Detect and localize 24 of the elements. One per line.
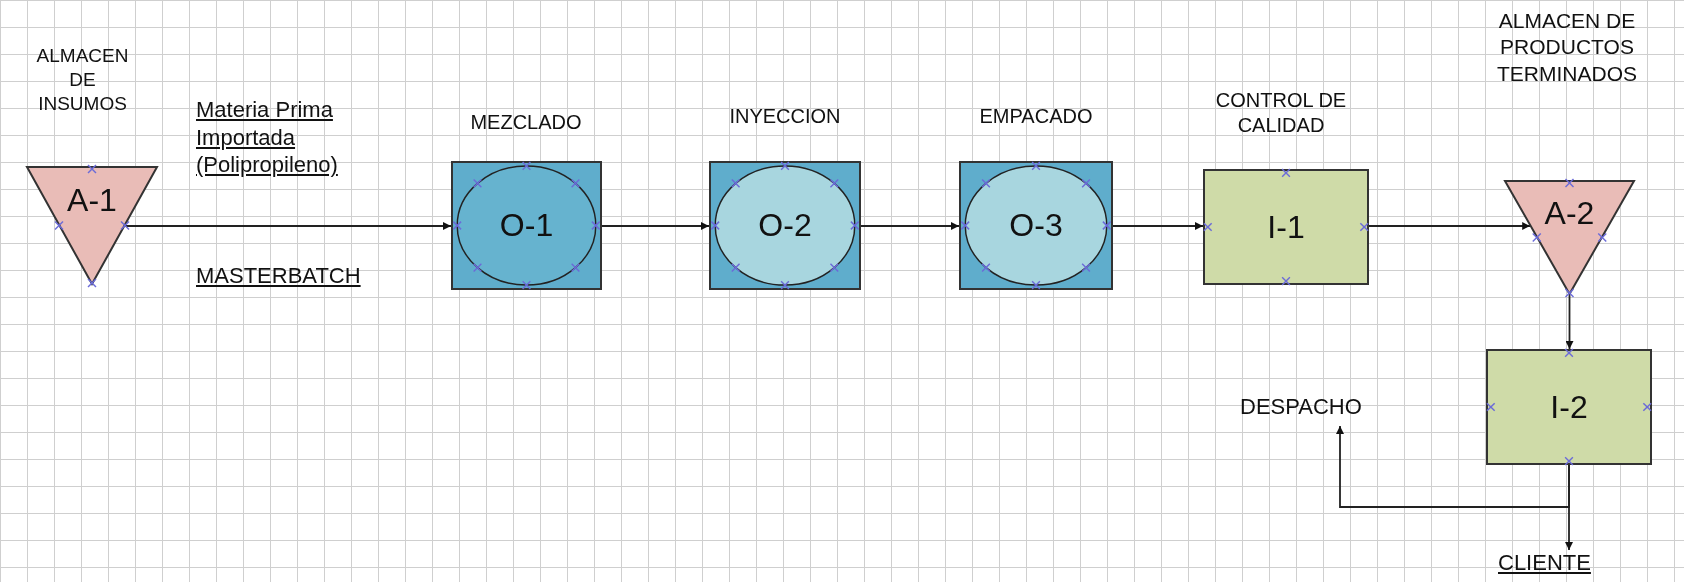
node-heading: ALMACEN DE PRODUCTOS TERMINADOS	[1496, 8, 1638, 87]
node-heading: ALMACEN DE INSUMOS	[35, 44, 130, 116]
node-heading: INYECCION	[728, 104, 842, 129]
node-code: I-1	[1267, 208, 1305, 246]
node-code: A-2	[1544, 194, 1595, 232]
flow-arrow	[601, 222, 710, 230]
flow-arrow	[123, 222, 452, 230]
node-heading: MEZCLADO	[469, 110, 583, 135]
node-code: I-2	[1550, 388, 1588, 426]
node-heading: EMPACADO	[978, 104, 1094, 129]
node-code: O-1	[499, 207, 554, 244]
node-heading: CONTROL DE CALIDAD	[1214, 88, 1348, 138]
flow-arrow	[1336, 425, 1570, 508]
flow-endpoint-text: DESPACHO	[1240, 394, 1362, 420]
flow-arrow	[1565, 294, 1574, 350]
node-code: A-1	[67, 182, 117, 219]
edge-label: Materia Prima Importada (Polipropileno)	[196, 96, 339, 179]
material-label: MASTERBATCH	[196, 263, 361, 289]
node-code: O-2	[758, 207, 812, 244]
flow-arrow	[1368, 222, 1532, 230]
flow-arrow	[1112, 222, 1204, 230]
flow-endpoint-text: CLIENTE	[1498, 550, 1591, 576]
flow-arrow	[860, 222, 960, 230]
node-code: O-3	[1009, 207, 1063, 244]
